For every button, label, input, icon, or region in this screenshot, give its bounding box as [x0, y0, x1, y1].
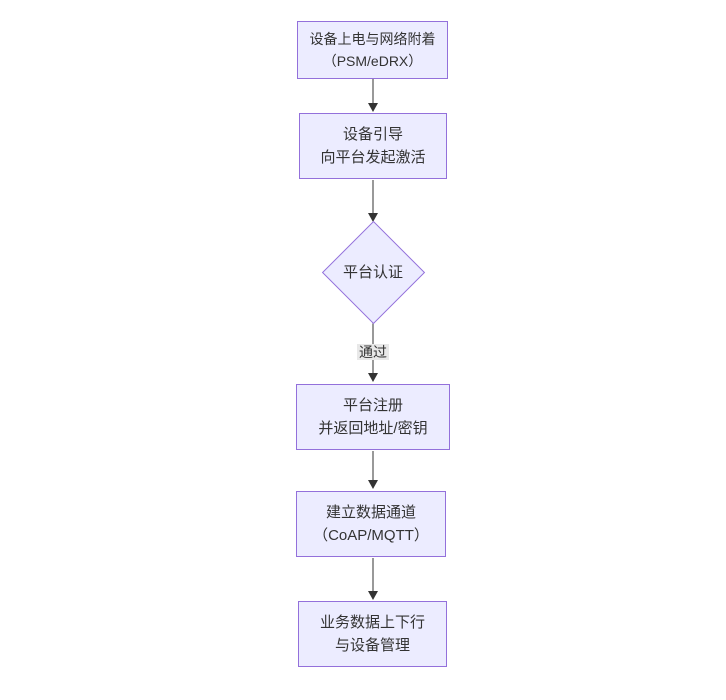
arrowhead-icon	[368, 103, 378, 112]
node-text-line: 建立数据通道	[325, 504, 416, 521]
flow-node-bootstrap: 设备引导 向平台发起激活	[299, 113, 447, 179]
node-text-line: 业务数据上下行	[319, 614, 425, 631]
node-text-line: 设备引导	[342, 126, 403, 143]
arrowhead-icon	[368, 480, 378, 489]
arrowhead-icon	[368, 373, 378, 382]
node-text-line: 并返回地址/密钥	[318, 420, 428, 437]
edge-label-pass: 通过	[357, 344, 389, 360]
node-text-line: 设备上电与网络附着	[309, 31, 436, 47]
arrowhead-icon	[368, 591, 378, 600]
node-text-line: 平台注册	[342, 397, 403, 414]
flow-node-data-channel: 建立数据通道 （CoAP/MQTT）	[296, 491, 446, 557]
flow-node-business: 业务数据上下行 与设备管理	[298, 601, 447, 667]
node-text-line: （CoAP/MQTT）	[313, 527, 429, 544]
node-text-line: 向平台发起激活	[320, 149, 426, 166]
flow-node-power-attach: 设备上电与网络附着 （PSM/eDRX）	[297, 21, 448, 79]
node-text-line: （PSM/eDRX）	[322, 53, 423, 69]
decision-platform-auth-label: 平台认证	[342, 264, 403, 281]
flow-node-register: 平台注册 并返回地址/密钥	[296, 384, 450, 450]
node-text-line: 与设备管理	[334, 637, 410, 654]
